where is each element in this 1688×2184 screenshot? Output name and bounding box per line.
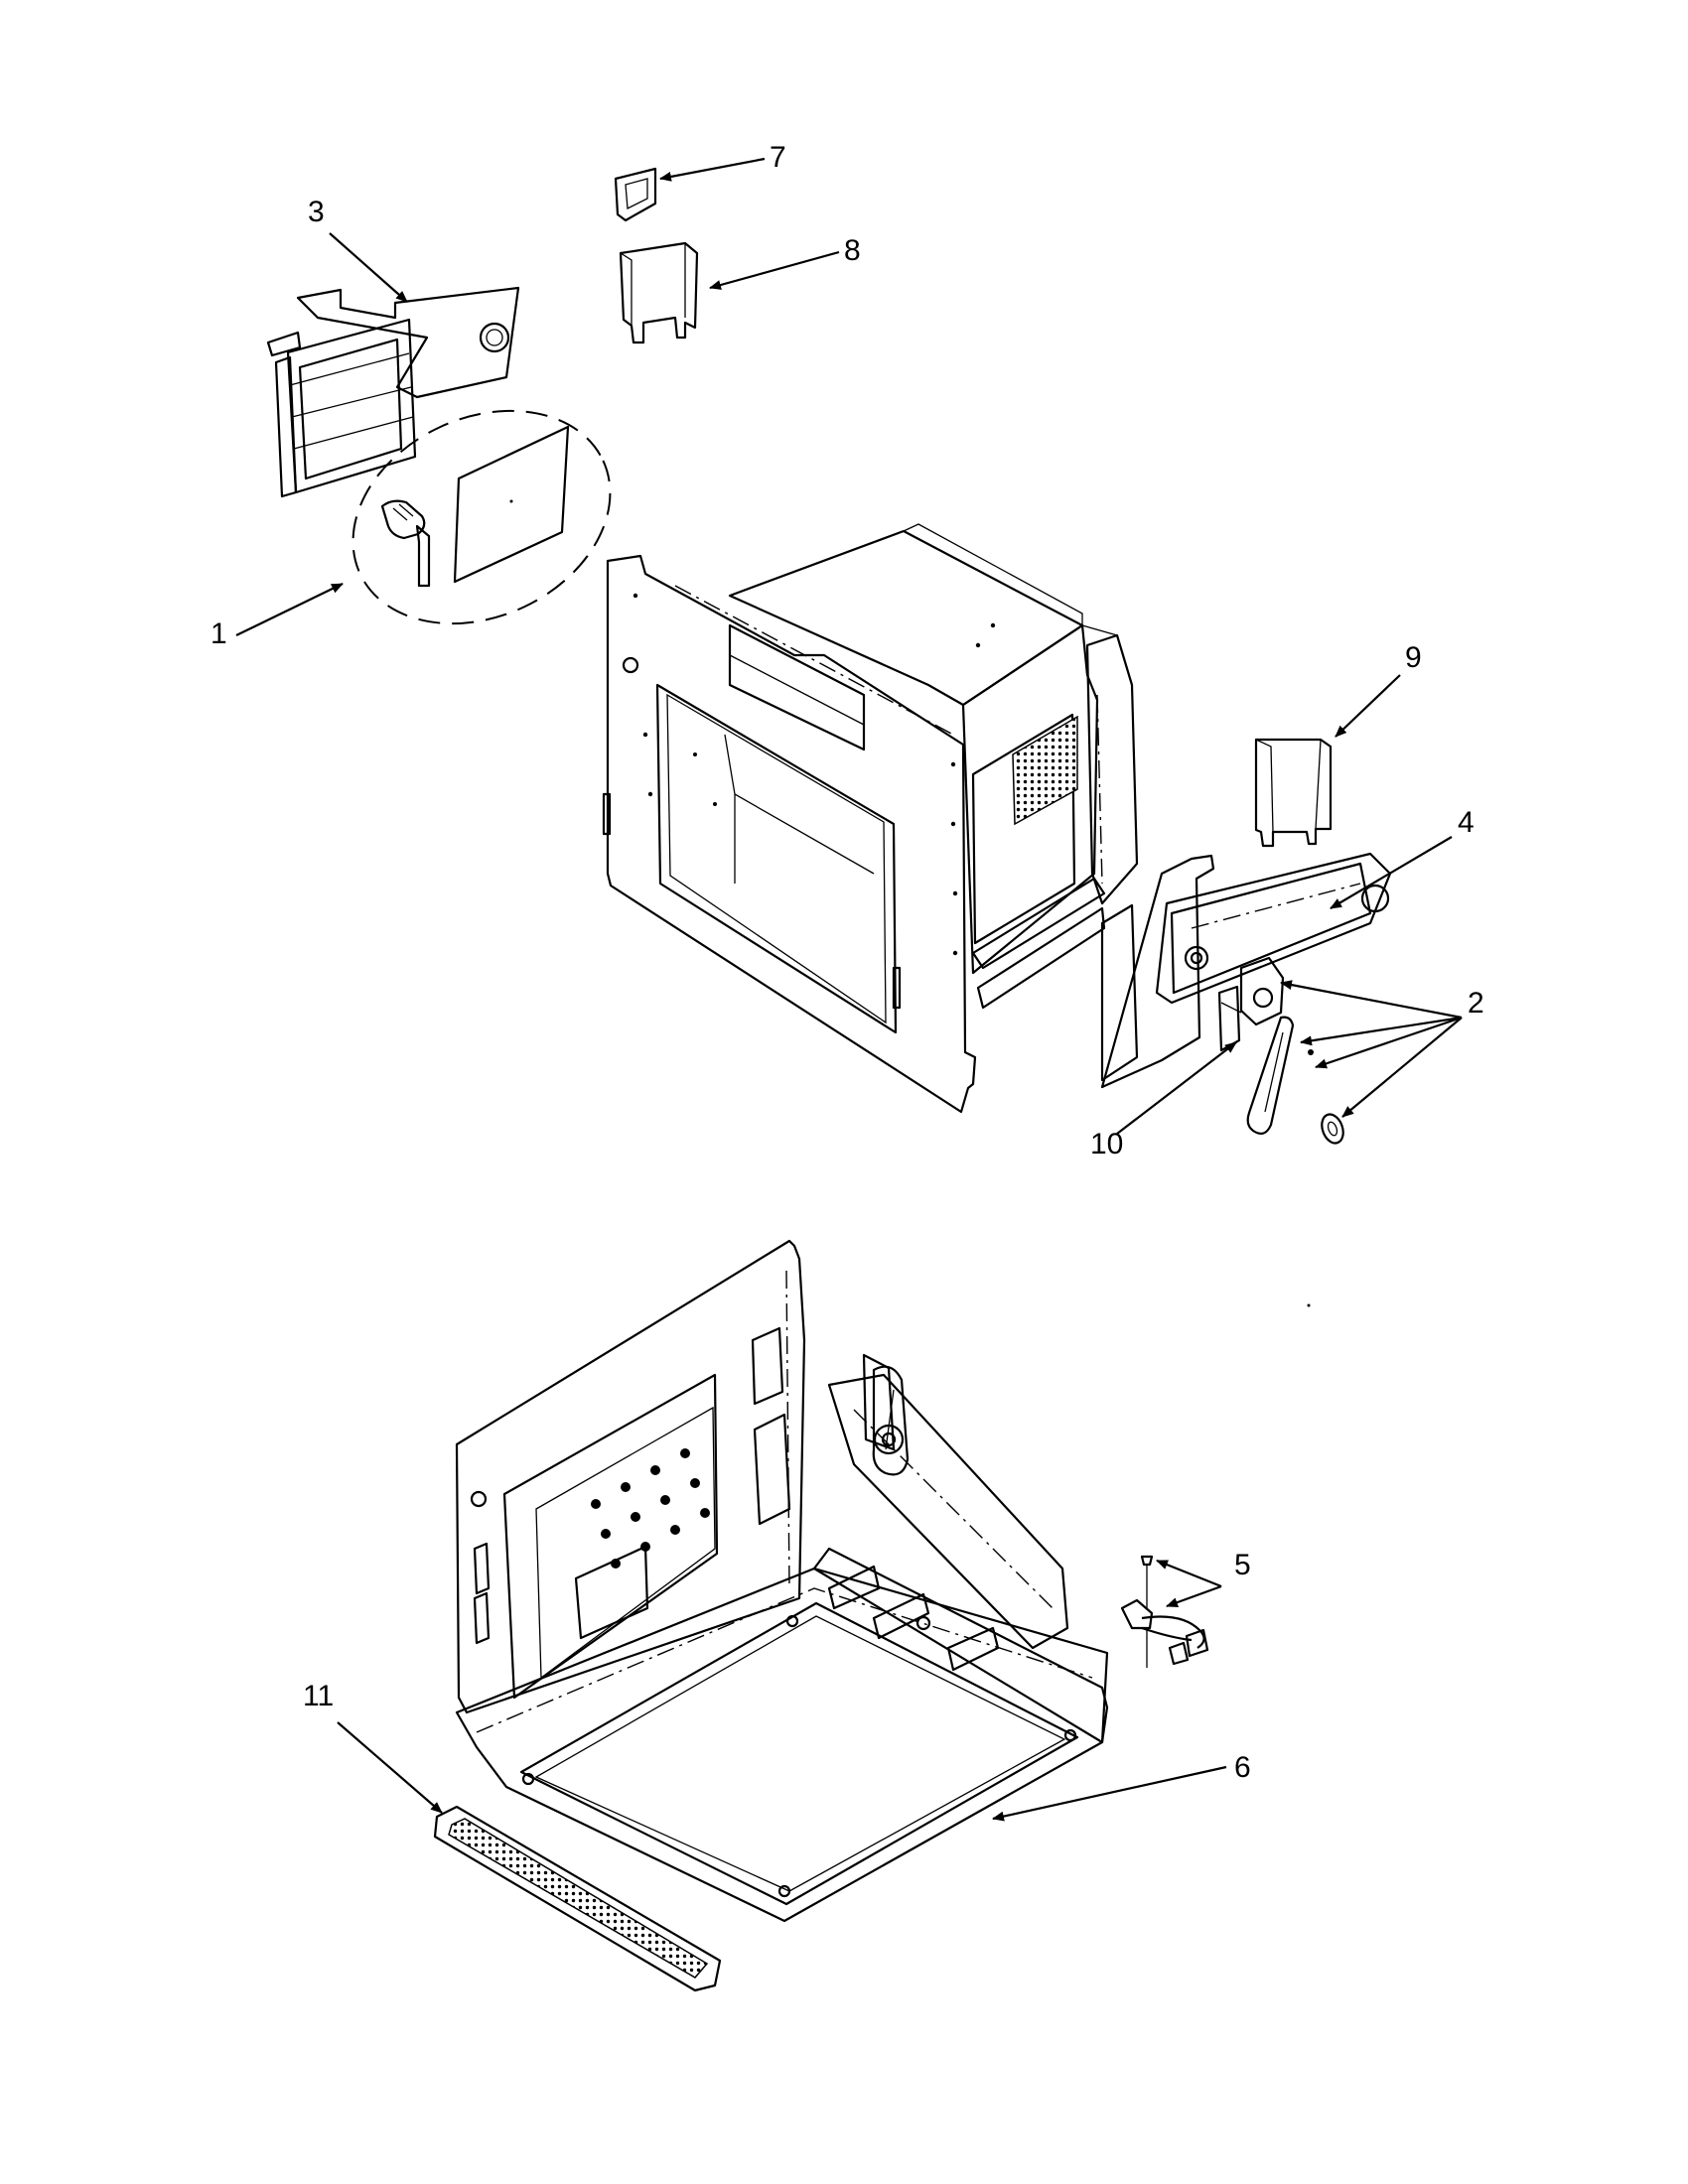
part-5-harness (1120, 1555, 1209, 1668)
stray-dot (1307, 1303, 1311, 1307)
perforation-holes (591, 1448, 710, 1569)
part-8-bracket (619, 241, 699, 344)
leader-lines (235, 157, 1463, 1822)
callout-6: 6 (1234, 1751, 1251, 1784)
callout-3: 3 (308, 196, 325, 228)
part-7-gasket (614, 167, 657, 222)
callout-11: 11 (303, 1680, 334, 1712)
part-1-lamp-kit (352, 409, 612, 625)
part-2-motor-assembly (1217, 956, 1344, 1145)
part-11-vent-grille (433, 1805, 722, 1992)
callout-2: 2 (1468, 987, 1484, 1020)
callout-1: 1 (211, 617, 227, 650)
callout-9: 9 (1405, 641, 1422, 674)
part-4-control-housing (1100, 852, 1392, 1089)
part-3-rear-panel (266, 286, 520, 498)
callout-10: 10 (1090, 1128, 1123, 1160)
bottom-oven-view (455, 1239, 1109, 1923)
callout-7: 7 (770, 141, 786, 174)
callout-4: 4 (1458, 806, 1475, 839)
part-9-bracket (1254, 738, 1333, 848)
callout-5: 5 (1234, 1549, 1251, 1581)
callout-8: 8 (844, 234, 861, 267)
oven-cavity (602, 523, 1139, 1114)
callout-numbers: 1 2 3 4 5 6 7 8 9 10 11 (211, 141, 1484, 1784)
